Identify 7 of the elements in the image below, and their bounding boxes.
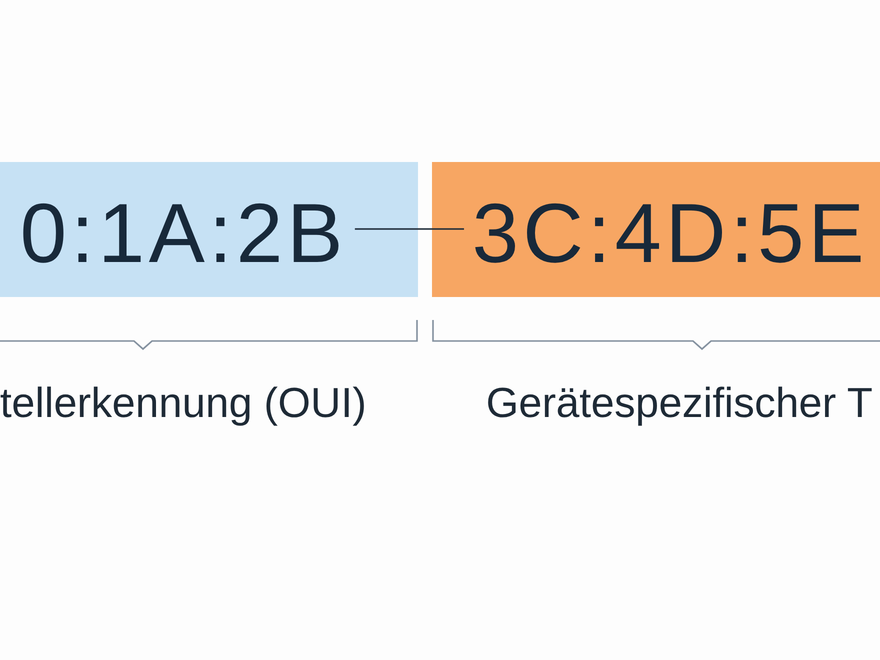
bracket-label: Gerätespezifischer T xyxy=(486,378,873,428)
bracket-label: tellerkennung (OUI) xyxy=(0,378,366,428)
connector-line xyxy=(354,228,464,230)
address-octets-text: 3C:4D:5E xyxy=(472,191,868,275)
address-octets-text: 0:1A:2B xyxy=(20,191,347,275)
address-segment-box xyxy=(0,162,418,297)
address-segment-box xyxy=(432,162,880,297)
